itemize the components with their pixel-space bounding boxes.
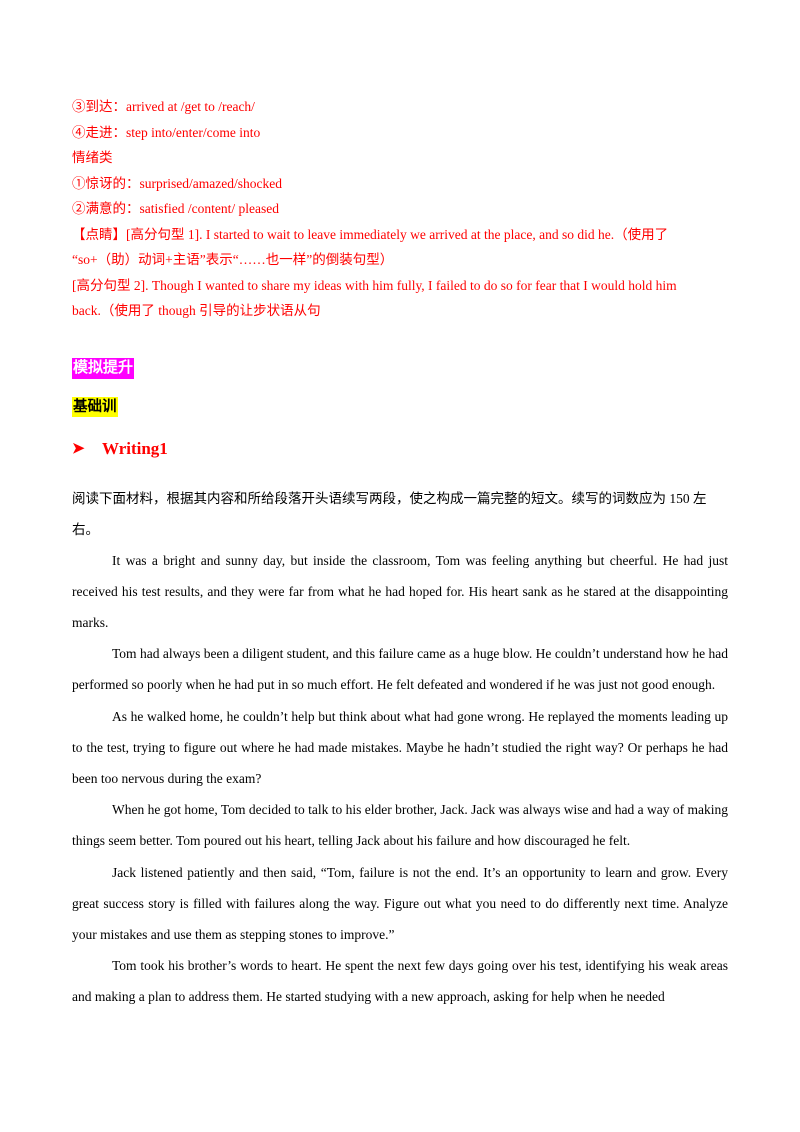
writing-heading-label: Writing1 xyxy=(102,438,168,458)
vocab-line-arrive: ③到达：arrived at /get to /reach/ xyxy=(72,99,255,114)
story-paragraph-5: Jack listened patiently and then said, “… xyxy=(72,864,728,942)
arrow-bullet-icon: ➤ xyxy=(72,441,85,457)
subsection-title: 基础训 xyxy=(72,396,118,417)
note-sentence-1: 【点睛】[高分句型 1]. I started to wait to leave… xyxy=(72,226,669,242)
note-sentence-2: [高分句型 2]. Though I wanted to share my id… xyxy=(72,277,677,293)
story-paragraph-4: When he got home, Tom decided to talk to… xyxy=(72,802,728,849)
note-sentence-1-explanation: “so+（助）动词+主语”表示“……也一样”的倒装句型） xyxy=(72,252,394,267)
story-paragraph-1: It was a bright and sunny day, but insid… xyxy=(72,552,728,630)
vocab-line-enter: ④走进：step into/enter/come into xyxy=(72,124,261,140)
task-instructions: 阅读下面材料，根据其内容和所给段落开头语续写两段，使之构成一篇完整的短文。续写的… xyxy=(72,490,707,537)
story-paragraph-6: Tom took his brother’s words to heart. H… xyxy=(72,958,728,1005)
vocab-line-surprised: ①惊讶的：surprised/amazed/shocked xyxy=(72,175,282,191)
section-title: 模拟提升 xyxy=(72,357,135,379)
story-paragraph-3: As he walked home, he couldn’t help but … xyxy=(72,708,728,786)
note-sentence-2-explanation: back.（使用了 though 引导的让步状语从句 xyxy=(72,303,321,318)
writing-heading: ➤ Writing1 xyxy=(72,435,732,463)
document-page: ③到达：arrived at /get to /reach/ ④走进：step … xyxy=(72,94,732,1013)
vocab-line-satisfied: ②满意的：satisfied /content/ pleased xyxy=(72,201,279,216)
vocab-category-emotion: 情绪类 xyxy=(72,150,113,165)
story-paragraph-2: Tom had always been a diligent student, … xyxy=(72,646,728,693)
